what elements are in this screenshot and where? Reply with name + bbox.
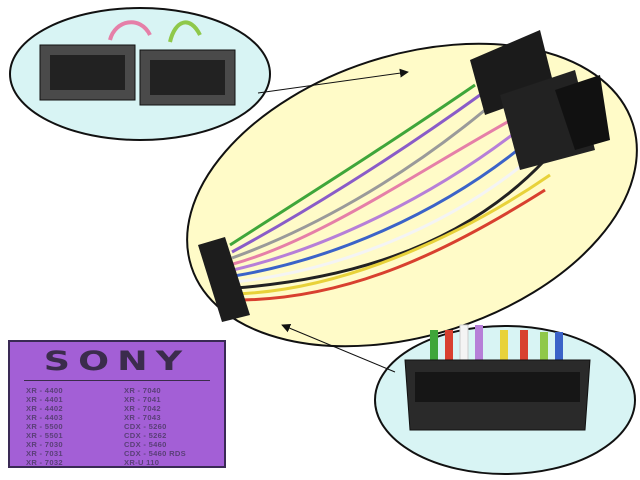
models-left-column: XR - 4400 XR - 4401 XR - 4402 XR - 4403 …: [26, 386, 63, 467]
compatible-models-label: SONY XR - 4400 XR - 4401 XR - 4402 XR - …: [8, 340, 226, 468]
model-item: CDX - 5460 RDS: [124, 449, 187, 458]
model-item: XR - 4403: [26, 413, 63, 422]
sony-connector-closeup: [404, 324, 591, 431]
model-item: XR - 7042: [124, 404, 161, 413]
model-item: XR - 7040: [124, 386, 161, 395]
model-item: XR - 7031: [26, 449, 63, 458]
model-item: XR - 5501: [26, 431, 63, 440]
model-item: XR-U 110: [124, 458, 160, 467]
brand-name: SONY: [43, 346, 191, 377]
model-item: CDX - 5260: [124, 422, 167, 431]
arrow-to-iso-connector: [257, 68, 409, 94]
model-item: XR - 7041: [124, 395, 161, 404]
divider: [24, 380, 210, 381]
model-item: XR - 7043: [124, 413, 161, 422]
wire-bundle: [229, 83, 551, 302]
model-item: CDX - 5460: [124, 440, 167, 449]
arrow-to-sony-connector: [281, 323, 396, 373]
models-right-column: XR - 7040 XR - 7041 XR - 7042 XR - 7043 …: [124, 386, 186, 467]
model-item: XR - 4402: [26, 404, 63, 413]
model-item: CDX - 5262: [124, 431, 167, 440]
iso-connector-pair: [470, 30, 610, 170]
model-item: XR - 4400: [26, 386, 63, 395]
model-item: XR - 7032: [26, 458, 63, 467]
model-item: XR - 5500: [26, 422, 63, 431]
sony-16pin-connector: [198, 237, 250, 322]
iso-connector-closeup: [39, 20, 236, 106]
model-item: XR - 7030: [26, 440, 63, 449]
model-item: XR - 4401: [26, 395, 63, 404]
